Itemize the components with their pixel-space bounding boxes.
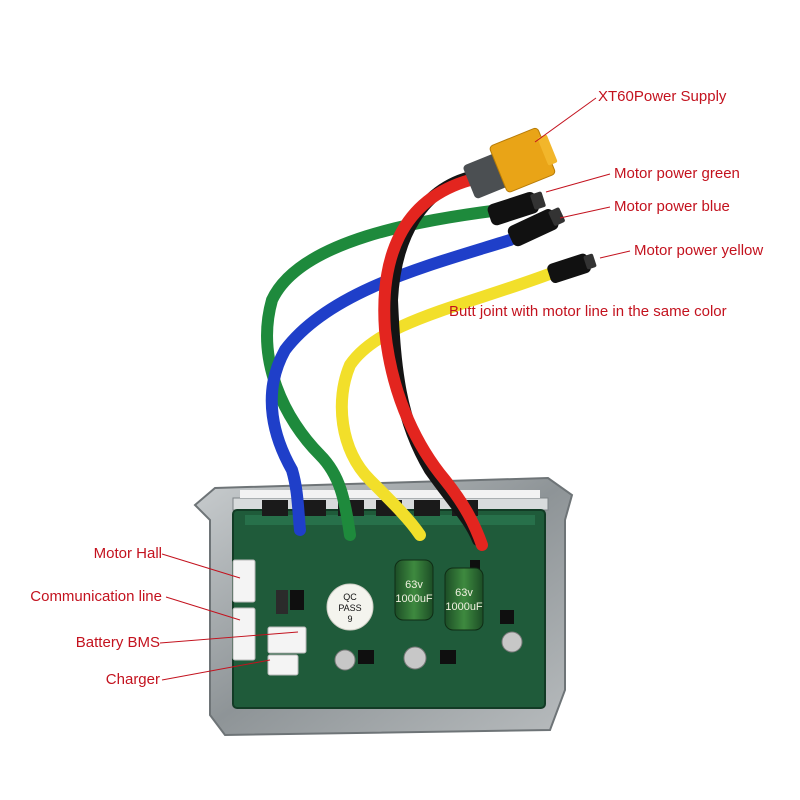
label-communication-line: Communication line xyxy=(30,588,162,605)
cap2-value: 1000uF xyxy=(445,601,483,613)
charger-connector xyxy=(267,654,299,676)
green-plug xyxy=(487,191,546,226)
red-wire xyxy=(378,174,488,551)
capacitor-text: 63v 1000uF 63v 1000uF xyxy=(395,579,483,613)
cap1-value: 1000uF xyxy=(395,593,433,605)
cap1-rating: 63v xyxy=(405,579,423,591)
blue-wire xyxy=(265,234,516,536)
label-motor-hall: Motor Hall xyxy=(93,545,162,562)
label-butt-joint: Butt joint with motor line in the same c… xyxy=(449,303,727,320)
label-battery-bms: Battery BMS xyxy=(75,634,160,651)
qc-line2: PASS xyxy=(338,603,361,613)
board-text: QC PASS 9 xyxy=(338,592,361,624)
pcb-board xyxy=(232,500,546,709)
comm-connector xyxy=(232,607,256,661)
qc-line3: 9 xyxy=(347,614,352,624)
qc-line1: QC xyxy=(343,592,357,602)
bms-connector xyxy=(267,626,307,654)
xt60-connector xyxy=(463,127,558,199)
blue-plug xyxy=(507,207,565,247)
yellow-wire xyxy=(335,264,566,541)
cap2-rating: 63v xyxy=(455,587,473,599)
hall-connector xyxy=(232,559,256,603)
wires xyxy=(261,169,566,551)
label-motor-power-blue: Motor power blue xyxy=(614,198,730,215)
label-motor-power-yellow: Motor power yellow xyxy=(634,242,764,259)
label-motor-power-green: Motor power green xyxy=(614,165,740,182)
leader-lines xyxy=(159,97,631,681)
label-charger: Charger xyxy=(105,671,160,688)
yellow-plug xyxy=(547,253,597,284)
label-xt60-power-supply: XT60Power Supply xyxy=(598,88,727,105)
green-wire xyxy=(261,204,506,541)
